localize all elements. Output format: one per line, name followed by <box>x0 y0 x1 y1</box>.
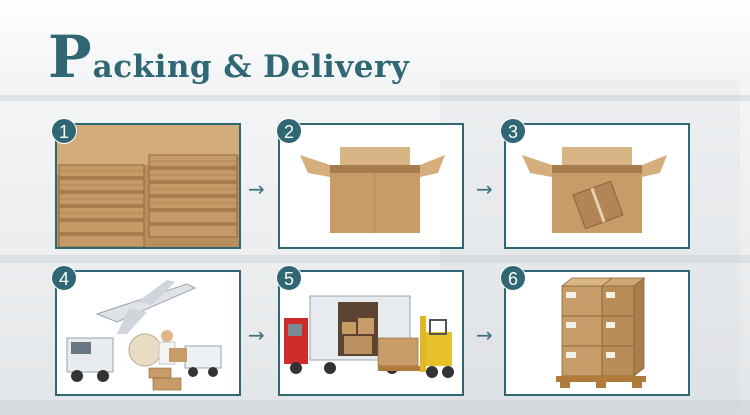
step-2-badge: 2 <box>276 118 302 144</box>
pallet-boxes-image <box>506 272 688 394</box>
step-5-panel <box>278 270 464 396</box>
arrow-right-icon: → <box>476 323 493 347</box>
step-6-badge: 6 <box>500 265 526 291</box>
step-3-badge: 3 <box>500 118 526 144</box>
arrow-right-icon: → <box>476 177 493 201</box>
logistics-plane-truck-image <box>57 272 239 394</box>
step-1-panel <box>55 123 241 249</box>
open-box-image <box>280 125 462 247</box>
truck-forklift-image <box>280 272 462 394</box>
flat-cardboard-stack-image <box>57 125 239 247</box>
arrow-right-icon: → <box>248 323 265 347</box>
title-initial: P <box>48 23 92 91</box>
title-text: acking & Delivery <box>92 49 410 85</box>
packed-box-image <box>506 125 688 247</box>
step-4-badge: 4 <box>51 265 77 291</box>
step-4-panel <box>55 270 241 396</box>
step-6-panel <box>504 270 690 396</box>
step-1-badge: 1 <box>51 118 77 144</box>
step-2-panel <box>278 123 464 249</box>
arrow-right-icon: → <box>248 177 265 201</box>
page-title: Packing & Delivery <box>48 28 409 86</box>
step-5-badge: 5 <box>276 265 302 291</box>
step-3-panel <box>504 123 690 249</box>
